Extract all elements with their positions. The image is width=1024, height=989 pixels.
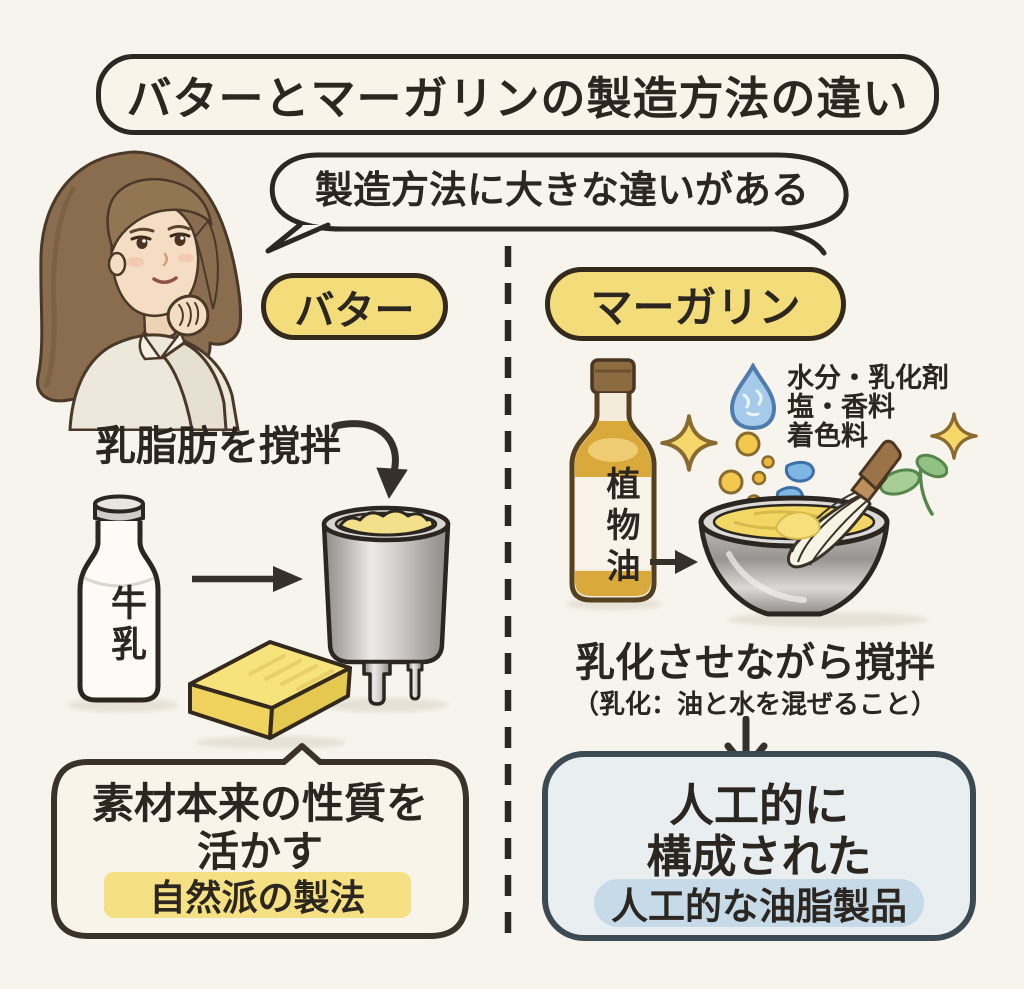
additives-list: 水分・乳化剤 塩・香料 着色料 <box>787 363 992 452</box>
milk-bottle-illustration <box>77 494 161 703</box>
churn-shadow <box>320 698 448 712</box>
arm-sleeve <box>161 341 228 431</box>
margarine-process-note: （乳化：油と水を混ぜること） <box>572 689 937 719</box>
sparkle-icon <box>660 414 718 472</box>
butter-result-line2: 活かす <box>196 828 323 875</box>
additives-line: 着色料 <box>787 421 868 452</box>
oil-bottle-label: 植物油 <box>601 466 639 589</box>
oil-bottle-illustration <box>569 358 657 603</box>
speech-bubble <box>265 152 849 256</box>
margarine-process-text: 乳化させながら撹拌 <box>575 641 935 685</box>
woman-thinking-illustration <box>36 150 242 431</box>
leaf-icon <box>879 453 948 516</box>
artificial-result-box: 人工的に 構成された 人工的な油脂製品 <box>542 751 976 941</box>
additives-line: 塩・香料 <box>787 392 895 423</box>
butter-block-illustration <box>188 640 352 740</box>
margarine-result-tag: 人工的な油脂製品 <box>594 879 924 927</box>
additives-line: 水分・乳化剤 <box>787 363 949 393</box>
ear <box>107 251 127 277</box>
milk-bottle-label: 牛乳 <box>106 584 147 666</box>
mixing-bowl-whisk-illustration <box>698 439 902 617</box>
speech-bubble-text: 製造方法に大きな違いがある <box>314 169 809 212</box>
arrow-right-icon <box>192 566 303 592</box>
margarine-result-line1: 人工的に <box>668 780 849 831</box>
butter-label-pill: バター <box>261 273 448 340</box>
page-title-text: バターとマーガリンの製造方法の違い <box>126 73 909 124</box>
margarine-label-text: マーガリン <box>590 283 801 331</box>
margarine-result-line2: 構成された <box>646 831 872 882</box>
eye <box>136 237 148 249</box>
mouth <box>152 276 178 284</box>
eye <box>174 234 186 246</box>
cream-top <box>338 509 435 537</box>
dashed-divider <box>504 246 512 946</box>
hand-on-chin <box>166 294 210 337</box>
butter-label-text: バター <box>294 288 415 333</box>
water-drop-icon <box>729 363 777 431</box>
arrow-right-icon <box>650 550 698 574</box>
arrow-curved-icon <box>331 420 408 499</box>
hair-bangs <box>106 178 213 253</box>
butter-shadow <box>196 736 346 749</box>
butter-result-line1: 素材本来の性質を <box>91 780 428 827</box>
sparkle-icon <box>930 412 978 460</box>
whisk-handle <box>858 439 902 491</box>
whisk-wires <box>786 492 872 569</box>
butter-process-text: 乳脂肪を撹拌 <box>95 423 341 469</box>
butter-result-tag: 自然派の製法 <box>104 872 411 918</box>
ingredient-drops-decoration <box>718 431 815 510</box>
margarine-label-pill: マーガリン <box>545 267 846 341</box>
butter-churn-illustration <box>321 505 451 706</box>
page-title: バターとマーガリンの製造方法の違い <box>96 54 939 135</box>
